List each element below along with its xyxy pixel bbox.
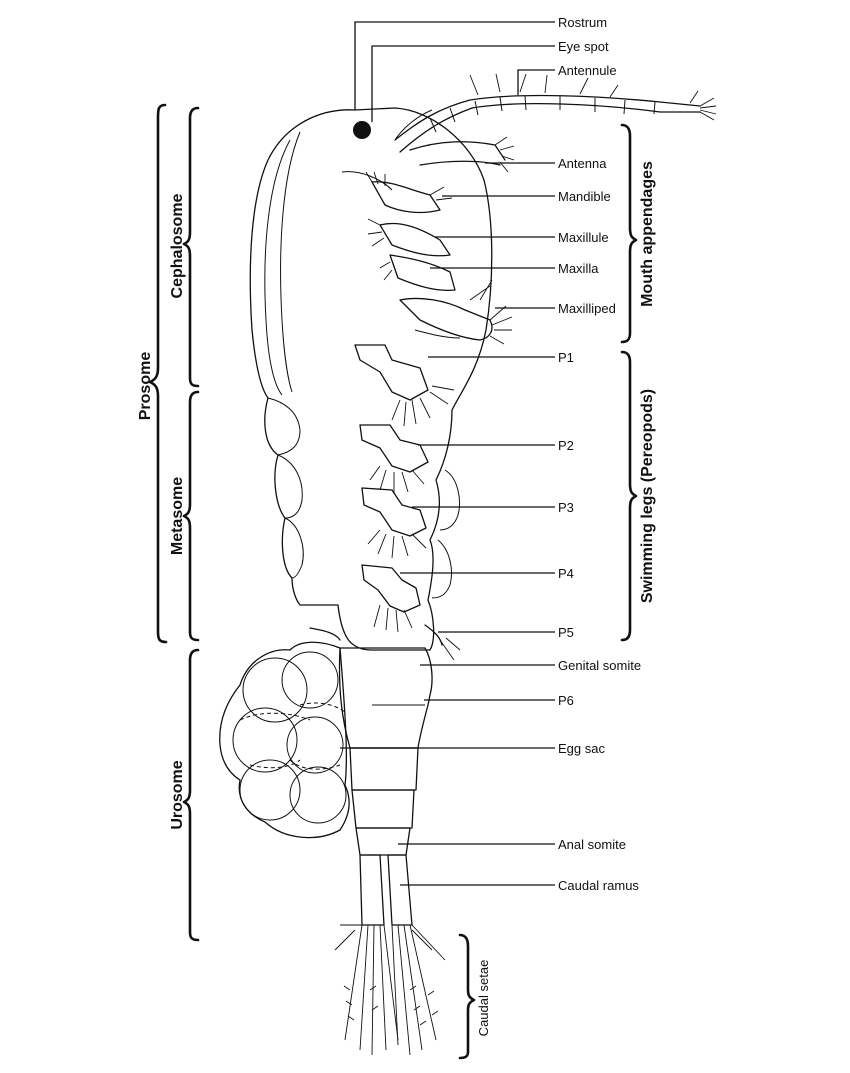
urosome-drawing (334, 647, 446, 1056)
label-anal-somite: Anal somite (558, 837, 626, 852)
label-p1: P1 (558, 350, 574, 365)
group-labels: Prosome Cephalosome Metasome Urosome Mou… (137, 161, 656, 1036)
egg-sac-drawing (219, 641, 350, 839)
label-urosome: Urosome (169, 760, 186, 829)
structure-labels: Rostrum Eye spot Antennule Antenna Mandi… (558, 15, 641, 893)
label-caudal-setae: Caudal setae (476, 960, 491, 1037)
label-maxilliped: Maxilliped (558, 301, 616, 316)
swimming-legs-brace (620, 350, 638, 642)
cephalosome-brace (182, 106, 200, 388)
metasome-brace (182, 390, 200, 642)
swimming-legs-drawing (309, 344, 461, 661)
label-antennule: Antennule (558, 63, 617, 78)
braces (148, 103, 638, 1060)
label-p6: P6 (558, 693, 574, 708)
label-swimming-legs: Swimming legs (Pereopods) (639, 389, 656, 603)
eye-spot-shape (353, 121, 371, 139)
label-eye-spot: Eye spot (558, 39, 609, 54)
label-rostrum: Rostrum (558, 15, 607, 30)
caudal-setae-brace (458, 933, 476, 1060)
label-p5: P5 (558, 625, 574, 640)
label-antenna: Antenna (558, 156, 607, 171)
label-maxilla: Maxilla (558, 261, 599, 276)
label-metasome: Metasome (169, 477, 186, 555)
label-p3: P3 (558, 500, 574, 515)
label-caudal-ramus: Caudal ramus (558, 878, 639, 893)
mouth-appendages-brace (620, 123, 638, 344)
label-egg-sac: Egg sac (558, 741, 605, 756)
copepod-body (249, 107, 493, 651)
label-p2: P2 (558, 438, 574, 453)
antennule-appendage (394, 73, 717, 153)
label-genital-somite: Genital somite (558, 658, 641, 673)
prosome-brace (148, 103, 168, 644)
urosome-brace (182, 648, 200, 942)
label-mandible: Mandible (558, 189, 611, 204)
label-cephalosome: Cephalosome (169, 193, 186, 298)
label-maxillule: Maxillule (558, 230, 609, 245)
mouth-appendages-drawing (365, 136, 515, 345)
label-p4: P4 (558, 566, 574, 581)
label-prosome: Prosome (137, 352, 154, 421)
leader-lines (340, 21, 555, 886)
label-mouth-appendages: Mouth appendages (639, 161, 656, 307)
